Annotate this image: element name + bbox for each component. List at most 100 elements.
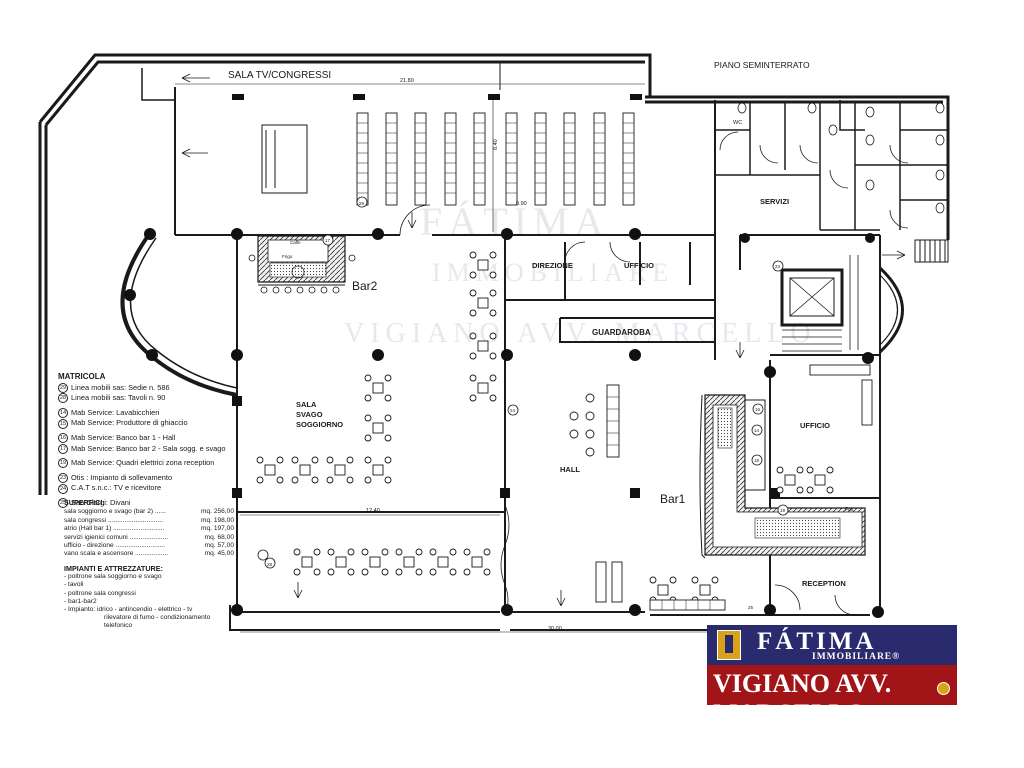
exit-arrows xyxy=(181,73,906,607)
surface-label: servizi igienici comuni ................… xyxy=(64,533,169,541)
bar1-counter xyxy=(699,394,866,559)
congress-seating xyxy=(356,112,635,206)
surface-row: sala congressi .........................… xyxy=(64,517,234,525)
marker-28: 28 xyxy=(267,562,273,567)
label-svago: SVAGO xyxy=(296,410,323,419)
surface-value: mq. 197,00 xyxy=(201,525,234,533)
legend-num: 24 xyxy=(58,483,68,494)
logo-top-band: FÁTIMA IMMOBILIARE® xyxy=(707,625,957,665)
surface-row: ufficio - direzione ....................… xyxy=(64,542,234,550)
legend-num: 28 xyxy=(58,393,68,404)
agency-logo: FÁTIMA IMMOBILIARE® VIGIANO AVV. MARCELL… xyxy=(707,625,957,728)
legend-num: 25 xyxy=(58,498,68,509)
label-sala-tv: SALA TV/CONGRESSI xyxy=(228,70,331,81)
equipment-list: IMPIANTI E ATTREZZATURE: - poltrone sala… xyxy=(64,564,239,631)
marker-18: 18 xyxy=(754,458,760,463)
logo-immobiliare: IMMOBILIARE® xyxy=(812,652,901,662)
surface-value: mq. 256,00 xyxy=(201,508,234,516)
label-ufficio-right: UFFICIO xyxy=(800,421,830,430)
label-wc: WC xyxy=(733,120,742,126)
label-soggiorno: SOGGIORNO xyxy=(296,420,343,429)
label-servizi: SERVIZI xyxy=(760,197,789,206)
marker-19: 19 xyxy=(780,508,786,513)
dim-top-width: 21.80 xyxy=(400,78,414,84)
legend-num: 15 xyxy=(58,418,68,429)
stairs-right xyxy=(914,239,949,263)
legend-num: 19 xyxy=(58,458,68,469)
equipment-line: - bar1-bar2 xyxy=(64,597,97,605)
label-bar2: Bar2 xyxy=(352,279,378,293)
logo-fatima: FÁTIMA xyxy=(757,628,877,655)
surface-row: servizi igienici comuni ................… xyxy=(64,534,234,542)
marker-23: 23 xyxy=(775,264,781,269)
equipment-line: rilevatore di fumo - condizionamento xyxy=(104,614,211,622)
legend-num: 17 xyxy=(58,443,68,454)
surfaces-heading: SUPERFICI: xyxy=(64,498,105,507)
surface-value: mq. 198,00 xyxy=(201,516,234,524)
elevator xyxy=(780,255,859,352)
equipment-line: telefonico xyxy=(104,622,133,630)
legend-text: Mab Service: Banco bar 2 - Sala sogg. e … xyxy=(71,443,226,453)
logo-bottom-band: VIGIANO AVV. MARCELLO xyxy=(707,665,957,728)
surface-value: mq. 57,00 xyxy=(204,542,234,550)
surface-value: mq. 68,00 xyxy=(204,533,234,541)
surface-value: mq. 45,00 xyxy=(204,550,234,558)
label-guardaroba: GUARDAROBA xyxy=(592,328,651,337)
legend-text: Mab Service: Quadri elettrici zona recep… xyxy=(71,458,215,468)
surface-row: vano scala e ascensore .................… xyxy=(64,550,234,558)
surface-label: sala soggiorno e svago (bar 2) ...... xyxy=(64,508,166,516)
legend-text: Mab Service: Banco bar 1 - Hall xyxy=(71,432,176,442)
surface-label: atrio (Hall bar 1) .....................… xyxy=(64,525,165,533)
marker-25: 25 xyxy=(748,605,754,610)
label-ufficio-top: UFFICIO xyxy=(624,261,654,270)
congress-seat-lines xyxy=(357,122,634,194)
logo-vigiano: VIGIANO AVV. MARCELLO xyxy=(713,669,892,728)
equipment-line: - poltrone sala congressi xyxy=(64,589,136,597)
surface-row: atrio (Hall bar 1) .....................… xyxy=(64,525,234,533)
dim-door: 0.90 xyxy=(516,201,527,207)
lounge-tables xyxy=(256,251,834,604)
equipment-line: - Impianto: idrico - antincendio - elett… xyxy=(64,606,193,614)
legend-text: Linea mobili sas: Tavoli n. 90 xyxy=(71,393,166,403)
equipment-line: - poltrone sala soggiorno e svago xyxy=(64,573,162,581)
label-fax: Fax xyxy=(845,507,854,513)
door-swings xyxy=(399,131,909,616)
marker-17: 17 xyxy=(325,238,331,243)
equipment-heading: IMPIANTI E ATTREZZATURE: xyxy=(64,564,163,573)
legend-num: 23 xyxy=(58,473,68,484)
surface-label: vano scala e ascensore .................… xyxy=(64,550,169,558)
surface-label: ufficio - direzione ....................… xyxy=(64,542,166,550)
watermark-line3: VIGIANO AVV. MARCELLO xyxy=(344,318,817,349)
legend-text: Otis : Impianto di sollevamento xyxy=(71,472,173,482)
legend-num: 29 xyxy=(58,382,68,393)
label-direzione: DIREZIONE xyxy=(532,261,573,270)
marker-29: 29 xyxy=(359,201,365,206)
marker-16: 16 xyxy=(755,407,761,412)
label-sala: SALA xyxy=(296,400,317,409)
plan-title: PIANO SEMINTERRATO xyxy=(714,60,810,70)
surface-row: sala soggiorno e svago (bar 2) ...... mq.… xyxy=(64,508,234,516)
fatima-emblem-icon xyxy=(717,630,741,660)
label-frigo: Frigo xyxy=(282,254,293,259)
label-hall: HALL xyxy=(560,465,580,474)
label-bar1: Bar1 xyxy=(660,492,686,506)
legend-num: 14 xyxy=(58,408,68,419)
marker-24: 24 xyxy=(510,408,516,413)
legend-text: Mab Service: Produttore di ghiaccio xyxy=(71,418,188,428)
legend-text: Linea mobili sas: Sedie n. 586 xyxy=(71,382,170,392)
stage-block xyxy=(261,124,308,194)
bar2-counter xyxy=(248,235,356,294)
surface-label: sala congressi .........................… xyxy=(64,516,163,524)
label-reception: RECEPTION xyxy=(802,579,846,588)
legend-text: C.A.T s.n.c.: TV e ricevitore xyxy=(71,483,162,493)
hall-seating xyxy=(569,364,873,611)
